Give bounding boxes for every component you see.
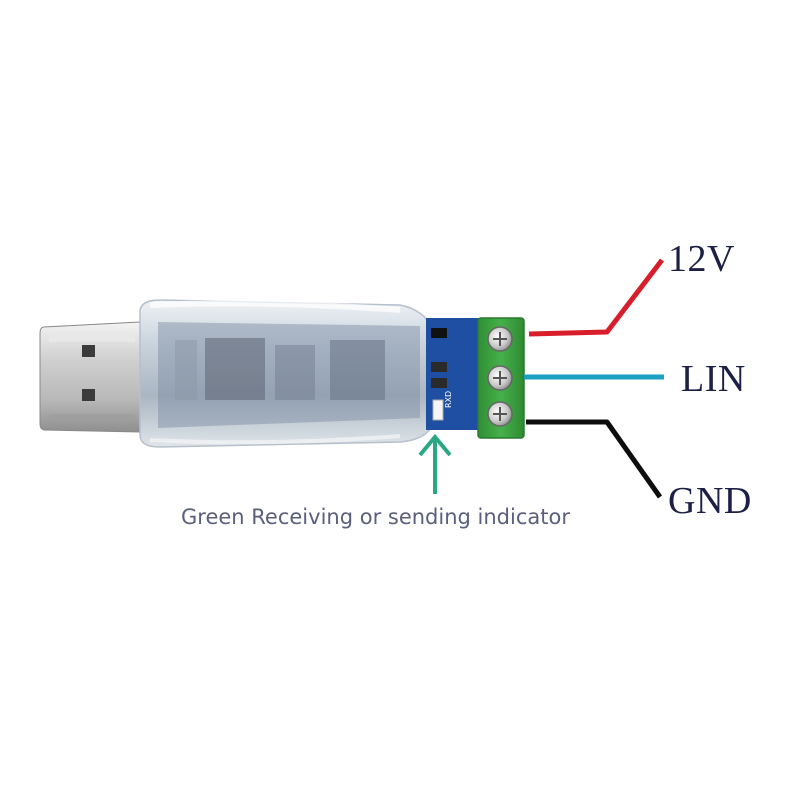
terminal-screw-icon bbox=[487, 365, 513, 391]
wire-gnd bbox=[526, 419, 663, 499]
usb-plug bbox=[39, 321, 141, 433]
label-lin: LIN bbox=[681, 358, 746, 400]
plug-hole-top bbox=[82, 345, 95, 357]
rxd-mark: RXD bbox=[444, 390, 453, 408]
pcb-board bbox=[426, 318, 480, 430]
terminal-screw-icon bbox=[487, 401, 513, 427]
plug-hole-bottom bbox=[82, 389, 95, 401]
indicator-caption: Green Receiving or sending indicator bbox=[181, 505, 570, 529]
internal-chip bbox=[205, 338, 265, 400]
terminal-block bbox=[477, 317, 525, 439]
terminal-screw-icon bbox=[487, 326, 513, 352]
arrow-up-icon bbox=[418, 433, 452, 494]
label-12v: 12V bbox=[668, 238, 735, 280]
adapter-case bbox=[139, 299, 434, 448]
label-gnd: GND bbox=[668, 480, 752, 522]
rxd-led bbox=[432, 399, 444, 421]
wire-12v bbox=[528, 258, 664, 337]
